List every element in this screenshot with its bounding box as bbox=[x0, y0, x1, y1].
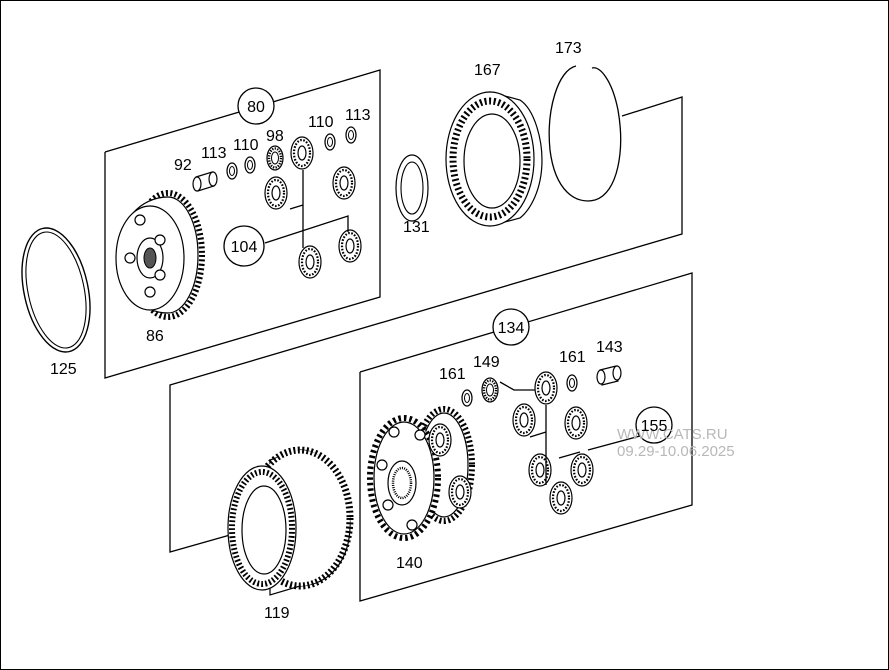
callout-134 bbox=[492, 308, 530, 346]
planet-carrier-86 bbox=[115, 190, 205, 320]
washer-161b bbox=[566, 374, 578, 392]
label-167: 167 bbox=[474, 62, 501, 79]
leader-149 bbox=[499, 381, 535, 391]
label-131: 131 bbox=[403, 219, 430, 236]
washer-113 bbox=[226, 162, 238, 180]
label-161a: 161 bbox=[439, 366, 466, 383]
callout-80 bbox=[237, 87, 275, 125]
label-161b: 161 bbox=[559, 349, 586, 366]
label-149: 149 bbox=[473, 354, 500, 371]
ring-gear-119 bbox=[227, 446, 354, 596]
washer-110b bbox=[324, 133, 336, 151]
planet-gear-155b bbox=[511, 402, 537, 438]
leader-104c bbox=[289, 204, 304, 210]
callout-155 bbox=[635, 406, 673, 444]
washer-161 bbox=[461, 389, 473, 407]
label-155: 155 bbox=[641, 418, 668, 435]
planet-carrier-140-gear-a bbox=[427, 422, 453, 458]
watermark-line1: WWW.CATS.RU bbox=[617, 426, 728, 443]
ring-gear-167 bbox=[445, 91, 543, 227]
pin-143 bbox=[596, 365, 622, 386]
label-110a: 110 bbox=[233, 137, 259, 154]
label-104: 104 bbox=[231, 239, 258, 256]
planet-gear-155d bbox=[527, 452, 553, 488]
label-140: 140 bbox=[396, 555, 423, 572]
label-125: 125 bbox=[50, 361, 77, 378]
leader-155d bbox=[558, 451, 581, 459]
label-86: 86 bbox=[146, 328, 164, 345]
planet-gear-155f bbox=[548, 480, 574, 516]
washer-110 bbox=[244, 156, 256, 174]
needle-bearing-98 bbox=[265, 144, 285, 172]
label-143: 143 bbox=[596, 339, 623, 356]
planet-gear-155a bbox=[533, 370, 559, 406]
planet-carrier-140-gear-b bbox=[447, 474, 473, 510]
washer-113b bbox=[345, 126, 357, 144]
planet-carrier-140 bbox=[367, 406, 475, 541]
planet-gear-104e bbox=[337, 228, 363, 264]
label-119: 119 bbox=[264, 605, 290, 622]
label-113b: 113 bbox=[345, 107, 371, 124]
planet-gear-104d bbox=[297, 244, 323, 280]
needle-bearing-149 bbox=[480, 376, 500, 404]
label-92: 92 bbox=[174, 157, 192, 174]
label-113a: 113 bbox=[201, 145, 227, 162]
upper-group-frame bbox=[104, 69, 381, 379]
planet-gear-104a bbox=[289, 135, 315, 171]
snap-ring-125 bbox=[21, 227, 91, 353]
leader-104b bbox=[264, 215, 349, 244]
label-80: 80 bbox=[247, 99, 265, 116]
label-98: 98 bbox=[266, 128, 284, 145]
connector-line bbox=[169, 96, 683, 553]
callout-104 bbox=[223, 225, 265, 267]
label-110b: 110 bbox=[308, 114, 334, 131]
label-134: 134 bbox=[498, 320, 525, 337]
leader-155c bbox=[587, 435, 641, 451]
watermark-line2: 09.29-10.06.2025 bbox=[617, 443, 735, 460]
lower-group-frame bbox=[359, 272, 693, 602]
planet-gear-155c bbox=[563, 405, 589, 441]
planet-gear-104c bbox=[331, 165, 357, 201]
label-173: 173 bbox=[555, 40, 582, 57]
planet-gear-104b bbox=[263, 175, 289, 211]
circlip-173 bbox=[548, 65, 622, 202]
planet-gear-155e bbox=[569, 452, 595, 488]
thrust-washer-131 bbox=[395, 154, 429, 222]
pin-92 bbox=[192, 171, 218, 192]
leader-155b bbox=[529, 431, 547, 438]
